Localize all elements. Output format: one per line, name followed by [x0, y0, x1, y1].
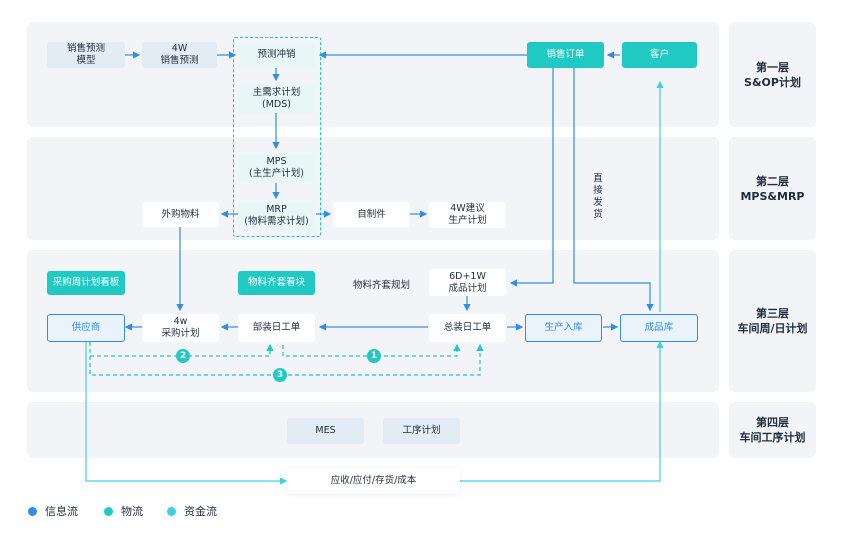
node-final-assembly-order: 总装日工单	[429, 314, 506, 342]
planning-core-group	[233, 37, 321, 237]
label-direct-ship: 直接发货	[593, 173, 603, 220]
node-sub-assembly-order: 部装日工单	[238, 314, 315, 342]
money-flow-dot	[167, 506, 176, 516]
legend-info-flow: 信息流	[28, 503, 78, 519]
arrow-direct-ship	[573, 68, 654, 312]
step-badge-2: 2	[176, 349, 190, 363]
layer-1-subtitle: S&OP计划	[744, 75, 801, 89]
node-customer: 客户	[622, 42, 697, 68]
layer-label-3: 第三层 车间周/日计划	[729, 250, 816, 392]
flow-step-2	[89, 342, 274, 357]
layer-3-subtitle: 车间周/日计划	[737, 322, 808, 335]
logistics-dot	[104, 506, 113, 516]
node-purchase-board: 采购周计划看板	[47, 271, 125, 295]
layer-4-subtitle: 车间工序计划	[739, 431, 806, 444]
band-layer-1	[27, 22, 719, 127]
layer-2-title: 第二层	[756, 174, 789, 188]
node-mds: 主需求计划(MDS)	[238, 84, 315, 113]
node-forecast-offset: 预测冲销	[238, 42, 315, 68]
flow-supplier-to-finance	[85, 342, 288, 485]
node-sales-forecast-model: 销售预测模型	[47, 42, 125, 68]
layer-1-title: 第一层	[756, 60, 789, 74]
node-supplier: 供应商	[47, 314, 125, 342]
node-finance: 应收/应付/存货/成本	[287, 468, 460, 494]
step-badge-1: 1	[367, 349, 381, 363]
layer-2-subtitle: MPS&MRP	[740, 189, 805, 203]
node-self-made: 自制件	[333, 202, 410, 227]
flow-finance-to-store	[460, 340, 664, 482]
legend-logistics: 物流	[104, 503, 143, 519]
band-layer-4	[27, 402, 719, 458]
node-kit-board: 物料齐套看块	[238, 271, 315, 295]
node-process-plan: 工序计划	[383, 418, 460, 444]
node-production-in: 生产入库	[525, 314, 602, 342]
step-badge-3: 3	[273, 368, 287, 382]
legend-money-flow: 资金流	[167, 503, 217, 519]
node-outsourced-material: 外购物料	[142, 202, 219, 227]
layer-label-2: 第二层 MPS&MRP	[729, 137, 816, 240]
node-4w-suggest-plan: 4W建议生产计划	[429, 202, 506, 228]
info-flow-dot	[28, 506, 37, 516]
layer-label-4: 第四层 车间工序计划	[729, 402, 816, 458]
node-mes: MES	[287, 418, 364, 444]
layer-3-title: 第三层	[756, 307, 789, 320]
layer-4-title: 第四层	[756, 416, 789, 429]
arrow-order-to-6d1w	[509, 68, 554, 287]
node-mrp: MRP(物料需求计划)	[238, 201, 315, 231]
node-mps: MPS(主生产计划)	[238, 153, 315, 183]
layer-label-1: 第一层 S&OP计划	[729, 22, 816, 127]
node-finished-store: 成品库	[620, 314, 698, 342]
node-sales-order: 销售订单	[527, 42, 604, 68]
label-kit-planning: 物料齐套规划	[353, 280, 411, 291]
